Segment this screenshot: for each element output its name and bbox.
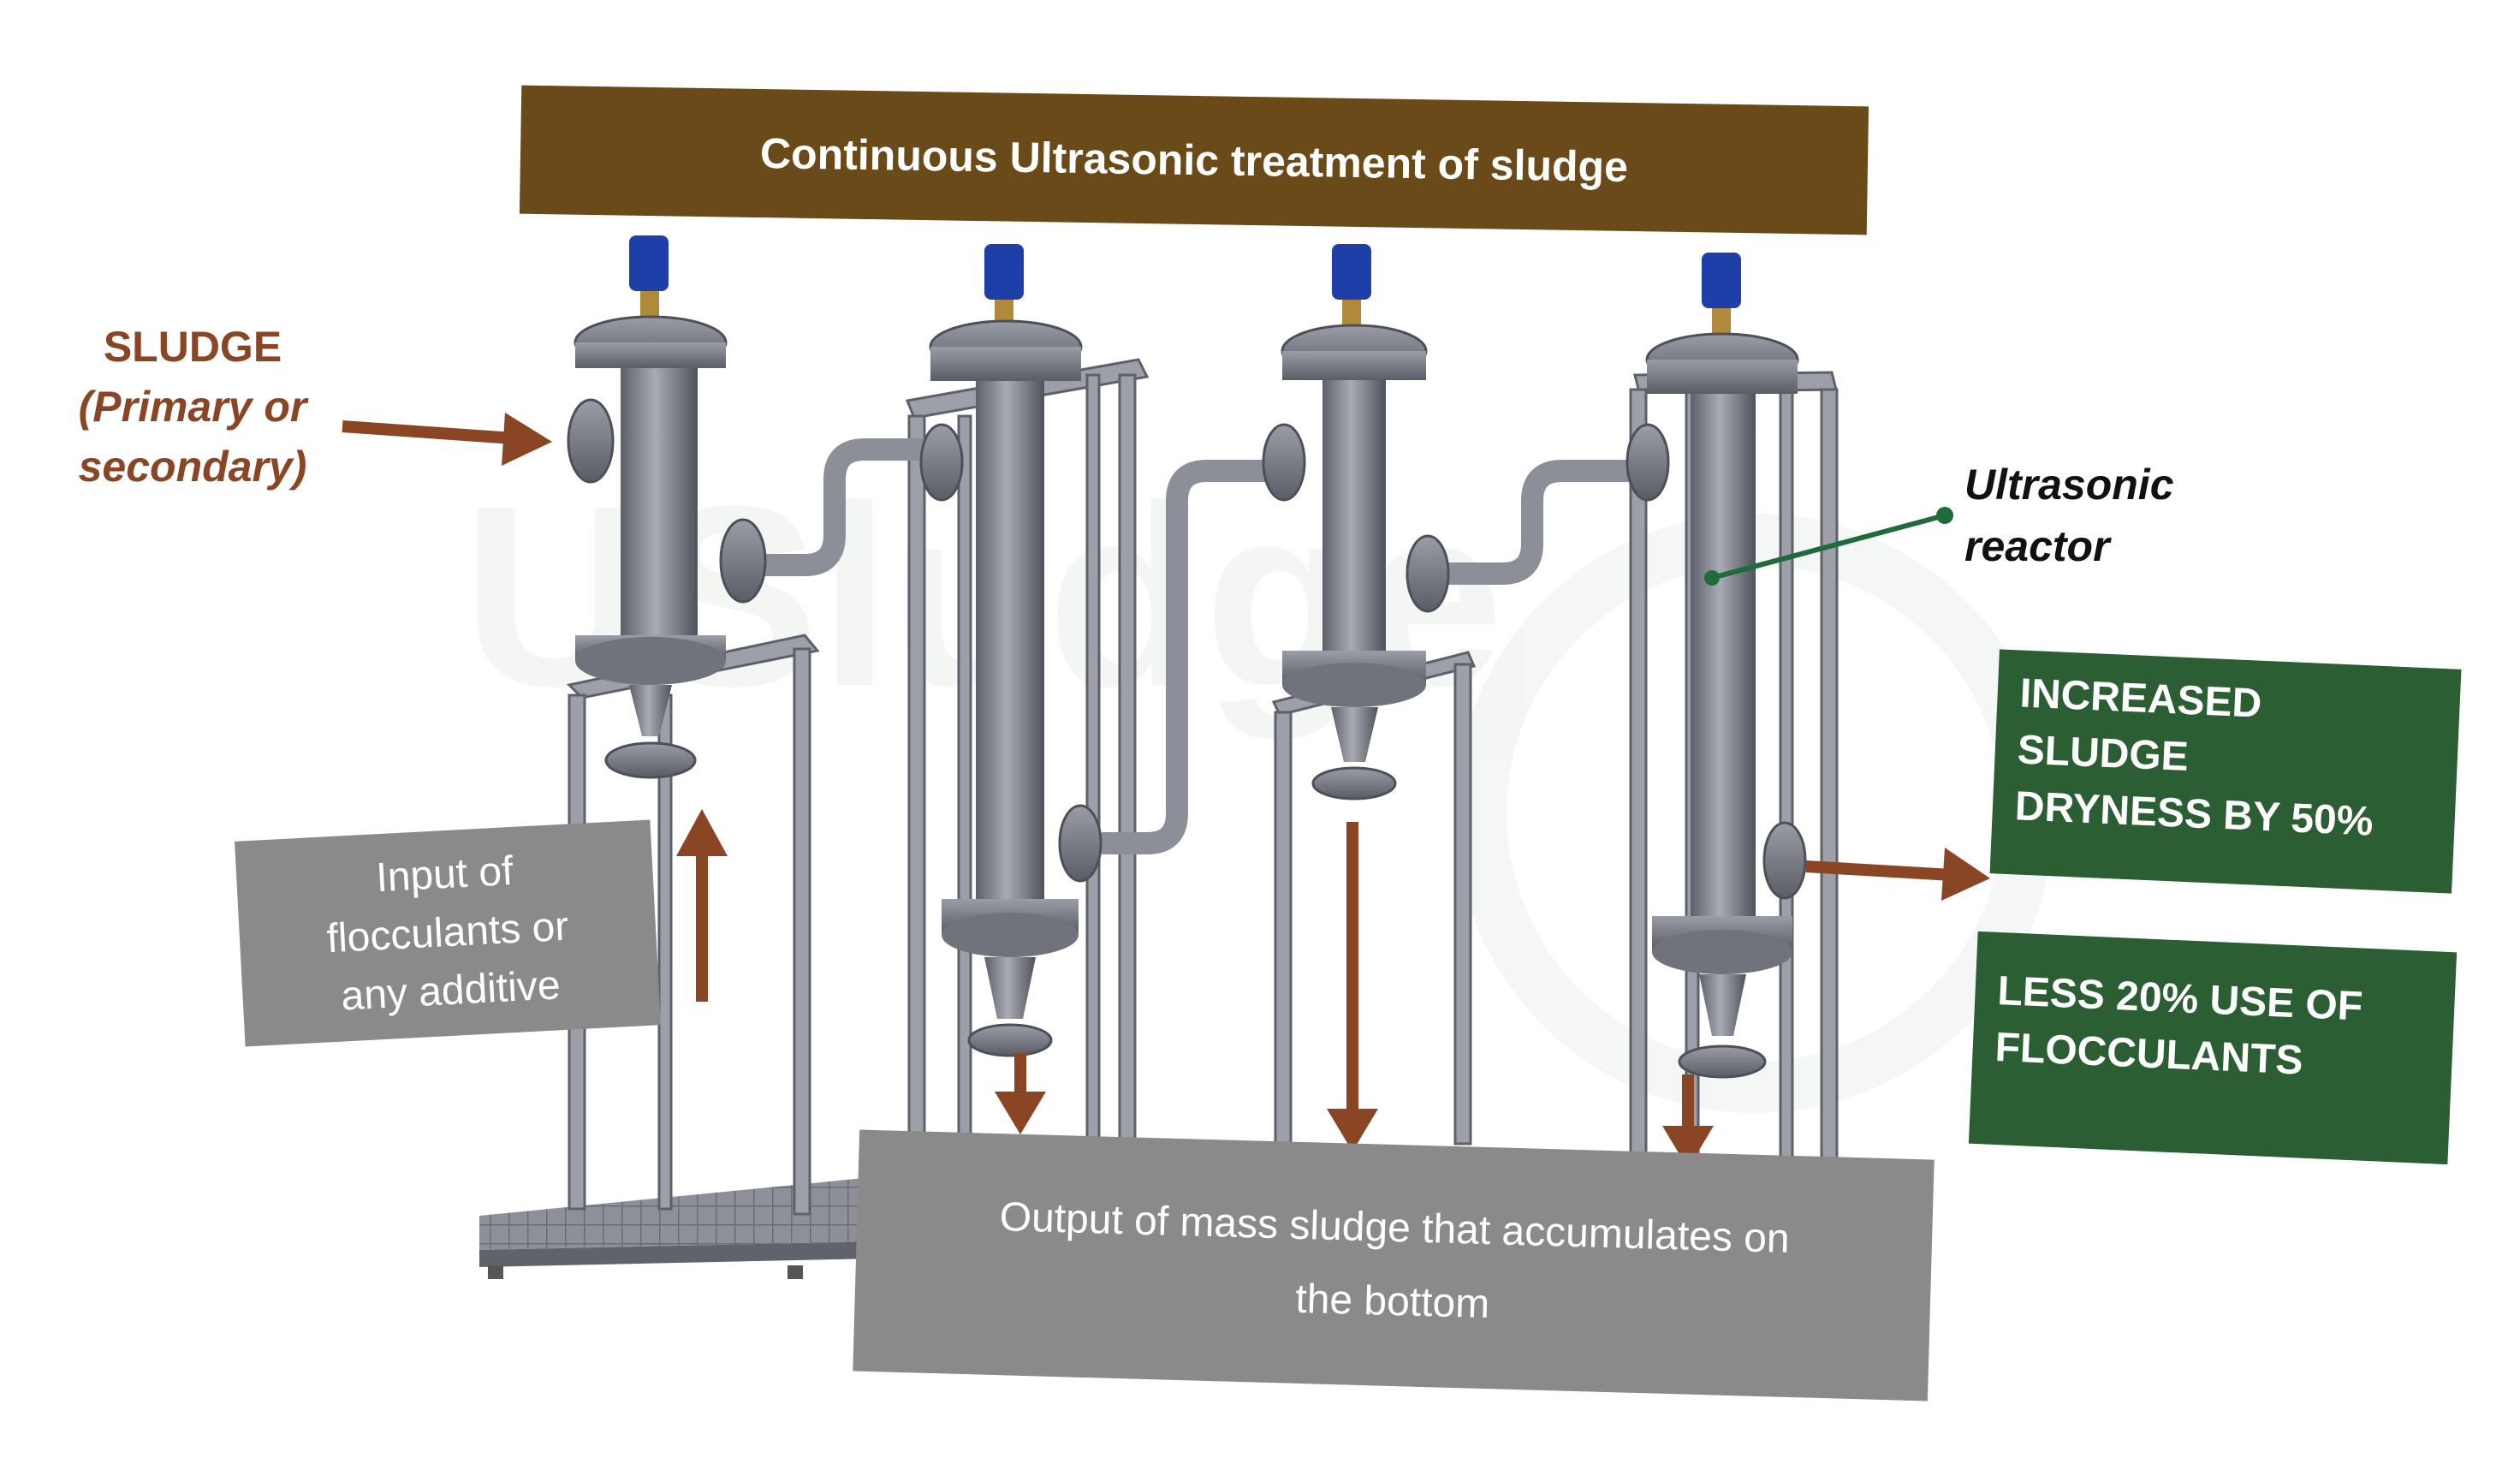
motor-icon [1702, 253, 1741, 308]
flocculant-result-box: LESS 20% USE OF FLOCCULANTS [1968, 931, 2458, 1165]
connecting-pipes [734, 438, 1659, 854]
result-arrow [1805, 848, 1990, 901]
output-arrow-2 [1327, 822, 1378, 1152]
additive-input-box: Input of flocculants or any additive [235, 819, 661, 1047]
ultrasonic-reactor-label: Ultrasonic reactor [1964, 454, 2238, 577]
reactor-pointer [1704, 507, 1953, 586]
sludge-label-type-1: (Primary or [78, 383, 307, 431]
dryness-result-box: INCREASED SLUDGE DRYNESS BY 50% [1989, 649, 2462, 894]
reactor-1 [567, 235, 767, 779]
sludge-label-type-2: secondary) [78, 443, 307, 491]
motor-icon [629, 235, 669, 291]
motor-icon [984, 244, 1024, 300]
reactor-3 [1262, 244, 1450, 800]
motor-icon [1332, 244, 1371, 300]
reactor-4 [1626, 253, 1807, 1079]
diagram-title: Continuous Ultrasonic treatment of sludg… [519, 85, 1869, 235]
reactor-2 [919, 244, 1102, 1057]
sludge-label: SLUDGE (Primary or secondary) [51, 317, 334, 497]
reactor-label-line-1: Ultrasonic [1964, 461, 2174, 509]
sludge-label-title: SLUDGE [103, 323, 282, 371]
flow-arrows [342, 413, 1990, 1169]
reactor-label-line-2: reactor [1964, 522, 2110, 570]
output-arrow-3 [1662, 1074, 1714, 1169]
output-arrow-1 [995, 1053, 1046, 1134]
input-line-3: any additive [340, 962, 562, 1020]
additive-input-arrow [676, 809, 728, 1002]
sludge-input-arrow [342, 413, 552, 466]
sludge-output-box: Output of mass sludge that accumulates o… [853, 1129, 1935, 1402]
